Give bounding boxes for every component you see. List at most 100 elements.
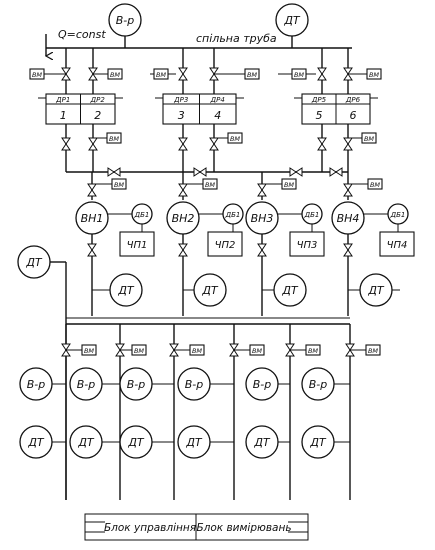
branch-drive [131, 344, 147, 356]
header-valve-2 [193, 167, 207, 177]
discharge-valve [343, 243, 353, 257]
level-sensor-a: ДР5 [311, 96, 327, 104]
header-valve-4 [329, 167, 343, 177]
temp-sensor-label: ДТ [281, 284, 299, 297]
consumer-receiver-label: В-р [127, 378, 146, 391]
level-sensor-a: ДР1 [55, 96, 70, 104]
converter [379, 231, 415, 257]
drive-in-b [366, 68, 382, 80]
drive-in-b [107, 68, 123, 80]
consumer-receiver-label: В-р [309, 378, 328, 391]
inlet-valve-a [178, 67, 188, 81]
tank-label-a: 3 [178, 109, 185, 122]
discharge-valve [87, 243, 97, 257]
sensor-top [275, 3, 309, 37]
outlet-valve-a [61, 137, 71, 151]
left-temperature-sensor: ДТ [17, 245, 66, 279]
branch-drive-label: ВМ [252, 347, 262, 355]
pump-suction-valve [178, 183, 188, 197]
pump-drive [281, 178, 297, 190]
converter [119, 231, 155, 257]
discharge-valve [178, 243, 188, 257]
branch-drive [365, 344, 381, 356]
consumer-sensor-label: ДТ [185, 436, 203, 449]
header-valve-1 [107, 167, 121, 177]
temp-sensor-label: ДТ [201, 284, 219, 297]
tank-label-b: 2 [94, 109, 101, 122]
top-section: Q=const спільна труба В-р ДТ [46, 3, 352, 56]
branch-drive [249, 344, 265, 356]
outlet-valve-a [178, 137, 188, 151]
branch-drive [81, 344, 97, 356]
left-sensor-label: ДТ [25, 256, 43, 269]
outlet-valve-b [343, 137, 353, 151]
consumer-sensor-label: ДТ [27, 436, 45, 449]
receiver-top-label: В-р [116, 14, 135, 27]
pump-drive-label: ВМ [370, 181, 380, 189]
consumer-sensor-label: ДТ [253, 436, 271, 449]
converter-label: ЧП4 [387, 240, 408, 251]
consumer-branch-4: ВМВ-рДТ [177, 324, 265, 500]
pump-drive [202, 178, 218, 190]
consumer-branch-1: ВМВ-рДТ [19, 324, 97, 500]
converter [207, 231, 243, 257]
legend-measure-block: Блок вимірювань [196, 522, 291, 534]
pump-drive-label: ВМ [284, 181, 294, 189]
drive-in-a-label: ВМ [294, 71, 304, 79]
pump-label: ВН1 [81, 212, 104, 225]
outlet-valve-b [88, 137, 98, 151]
consumer-sensor-label: ДТ [77, 436, 95, 449]
pipe-label: спільна труба [196, 32, 277, 45]
pressure-sensor-label: ДБ1 [304, 211, 320, 219]
consumer-branch-6: ВМ В-рДТ [301, 324, 381, 500]
pump-drive [111, 178, 127, 190]
pump-suction-valve [343, 183, 353, 197]
drive-in-a [153, 68, 169, 80]
pump-suction-valve [87, 183, 97, 197]
sensor-top-label: ДТ [283, 14, 301, 27]
temp-sensor-label: ДТ [117, 284, 135, 297]
header-valve-3 [289, 167, 303, 177]
temp-sensor-label: ДТ [367, 284, 385, 297]
level-sensor-b: ДР6 [345, 96, 361, 104]
consumer-receiver-label: В-р [253, 378, 272, 391]
outlet-valve-a [317, 137, 327, 151]
pump-drive-label: ВМ [114, 181, 124, 189]
drive-in-a [291, 68, 307, 80]
drive-in-b-label: ВМ [247, 71, 257, 79]
drive-out [361, 132, 377, 144]
legend-control-block: Блок управління [104, 522, 196, 534]
branch-drive-label: ВМ [134, 347, 144, 355]
drive-in-b-label: ВМ [110, 71, 120, 79]
drive-out [227, 132, 243, 144]
converter-label: ЧП2 [215, 240, 236, 251]
tank-label-b: 4 [214, 109, 221, 122]
pump-label: ВН2 [172, 212, 195, 225]
pump-suction-valve [257, 183, 267, 197]
consumer-branch-2: ВМ В-рДТ [69, 324, 147, 500]
branch-drive-label: ВМ [308, 347, 318, 355]
drive-in-a-label: ВМ [156, 71, 166, 79]
inlet-valve-a [317, 67, 327, 81]
consumer-branch-3: ВМ В-рДТ [119, 324, 205, 500]
branch-drive-label: ВМ [192, 347, 202, 355]
consumer-receiver-label: В-р [77, 378, 96, 391]
level-sensor-a: ДР3 [173, 96, 188, 104]
pressure-sensor-label: ДБ1 [390, 211, 406, 219]
consumer-sensor-label: ДТ [309, 436, 327, 449]
branch-drive [305, 344, 321, 356]
drive-in-b-label: ВМ [369, 71, 379, 79]
tank-label-b: 6 [350, 109, 357, 122]
pump-drive [367, 178, 383, 190]
consumer-receiver-label: В-р [27, 378, 46, 391]
pressure-sensor-label: ДБ1 [225, 211, 241, 219]
converter [289, 231, 325, 257]
